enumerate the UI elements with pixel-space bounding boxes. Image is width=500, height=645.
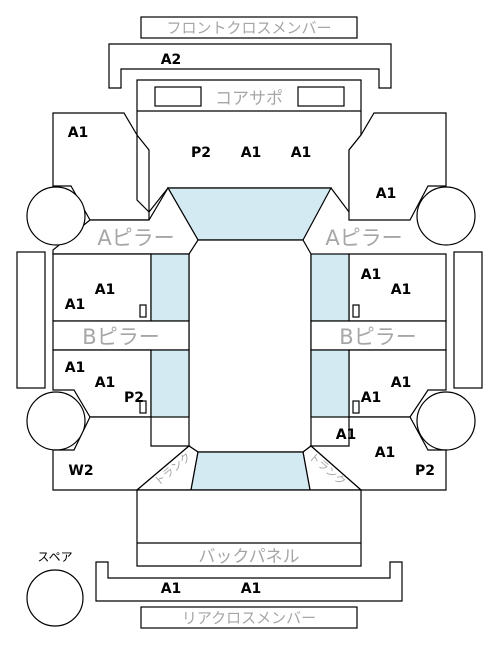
front-left-fender-code: A1 [68, 125, 89, 141]
rear-left-door-tag: P2 [124, 390, 144, 406]
front-left-fender[interactable] [52, 112, 150, 221]
b-pillar-left-label: Bピラー [82, 325, 159, 349]
b-pillar-right-label: Bピラー [339, 325, 416, 349]
rear-left-quarter[interactable] [52, 416, 191, 491]
rear-right-door-handle [352, 400, 360, 414]
front-left-door-code-1: A1 [95, 282, 116, 298]
front-right-wheel[interactable] [416, 186, 476, 246]
spare-label: スペア [37, 550, 72, 564]
front-left-wheel[interactable] [26, 186, 86, 246]
rear-bumper-code-2: A1 [241, 581, 262, 597]
front-bumper-panel[interactable] [108, 43, 392, 89]
right-side-sill[interactable] [453, 251, 483, 389]
spare-tire[interactable] [26, 569, 84, 627]
a-pillar-right-label: Aピラー [325, 226, 402, 250]
rear-left-quarter-code: W2 [68, 463, 93, 479]
front-cross-member-box[interactable] [140, 16, 358, 39]
rear-left-window[interactable] [150, 349, 190, 418]
front-left-door-handle [139, 304, 147, 318]
rear-window[interactable] [190, 451, 311, 491]
rear-cross-member-label: リアクロスメンバー [182, 609, 316, 627]
rear-right-quarter-code-3: P2 [415, 463, 435, 479]
a-pillar-left-label: Aピラー [97, 226, 174, 250]
front-right-door-code-1: A1 [361, 267, 382, 283]
rear-left-wheel[interactable] [26, 391, 86, 451]
rear-left-door-code-2: A1 [95, 375, 116, 391]
roof-panel[interactable] [188, 239, 312, 453]
back-panel-label: バックパネル [198, 547, 299, 567]
front-right-window[interactable] [310, 253, 350, 322]
rear-right-door-code-1: A1 [391, 375, 412, 391]
hood-code-1: P2 [191, 145, 211, 161]
front-left-window[interactable] [150, 253, 190, 322]
trunk-lid[interactable] [136, 489, 362, 567]
rear-right-window[interactable] [310, 349, 350, 418]
rear-left-door-handle [139, 400, 147, 414]
rear-right-wheel[interactable] [416, 391, 476, 451]
front-right-door-handle [352, 304, 360, 318]
left-side-sill[interactable] [16, 251, 46, 389]
hood-code-3: A1 [291, 145, 312, 161]
rear-right-quarter[interactable] [309, 416, 447, 491]
front-right-door-code-2: A1 [391, 282, 412, 298]
front-left-door-code-2: A1 [65, 297, 86, 313]
rear-right-door-code-2: A1 [361, 390, 382, 406]
rear-cross-member-box[interactable] [140, 606, 358, 629]
front-right-fender-code: A1 [376, 186, 397, 202]
rear-bumper-panel[interactable] [95, 561, 403, 602]
left-headlight [154, 86, 202, 107]
hood-code-2: A1 [241, 145, 262, 161]
right-headlight [297, 86, 345, 107]
front-cross-member-label: フロントクロスメンバー [166, 19, 331, 37]
front-right-fender[interactable] [348, 112, 447, 221]
core-support-label: コアサポ [215, 89, 283, 109]
rear-left-door-code-1: A1 [65, 360, 86, 376]
rear-bumper-code-1: A1 [161, 581, 182, 597]
rear-right-quarter-code-2: A1 [375, 445, 396, 461]
front-bumper-code: A2 [161, 52, 182, 68]
rear-right-quarter-code-1: A1 [336, 427, 357, 443]
